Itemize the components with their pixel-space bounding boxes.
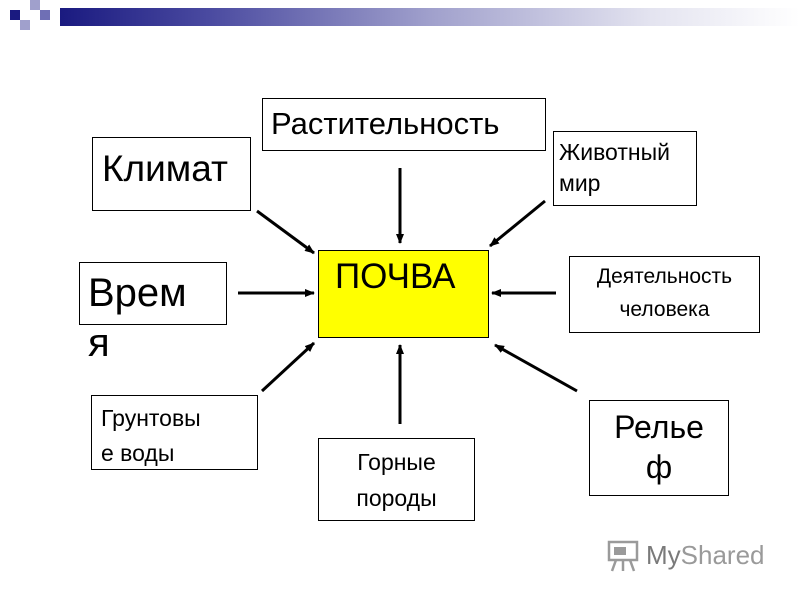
node-gornye-porody: Горные породы xyxy=(318,438,475,521)
node-deyatelnost-line-2: человека xyxy=(619,298,710,321)
center-node-pochva: ПОЧВА xyxy=(318,250,489,338)
node-klimat: Климат xyxy=(92,137,251,211)
node-relief-line-1: Релье xyxy=(614,409,704,445)
node-gruntovye-line-2: е воды xyxy=(101,440,175,466)
watermark-brand-2: Shared xyxy=(680,540,765,570)
node-vremya-line-1: Врем xyxy=(88,271,187,315)
node-deyatelnost-line-1: Деятельность xyxy=(596,265,733,288)
corner-square-3 xyxy=(20,20,30,30)
node-gruntovye-line-1: Грунтовы xyxy=(101,405,201,431)
node-gruntovye-vody: Грунтовы е воды xyxy=(91,395,258,470)
node-gornye-line-2: породы xyxy=(356,485,437,511)
watermark-brand-1: My xyxy=(646,540,681,570)
node-deyatelnost-cheloveka: Деятельность человека xyxy=(569,256,760,333)
node-rastitelnost: Растительность xyxy=(262,98,546,151)
arrow-klimat xyxy=(256,209,315,255)
corner-square-4 xyxy=(40,10,50,20)
arrow-relief xyxy=(494,343,578,393)
corner-square-2 xyxy=(30,0,40,10)
node-klimat-label: Климат xyxy=(102,148,228,189)
center-node-label: ПОЧВА xyxy=(335,257,456,296)
node-gornye-line-1: Горные xyxy=(357,449,436,475)
corner-square-1 xyxy=(10,10,20,20)
node-zhivotny-line-2: мир xyxy=(559,170,601,196)
presentation-icon xyxy=(607,540,639,572)
node-vremya-line-2: я xyxy=(88,321,110,365)
arrow-zhivotny xyxy=(489,199,546,248)
node-rastitelnost-label: Растительность xyxy=(271,106,500,141)
node-zhivotny-line-1: Животный xyxy=(559,139,670,165)
node-vremya: Врем я xyxy=(79,262,227,365)
header-gradient-bar xyxy=(60,8,800,26)
watermark: MyShared xyxy=(606,538,766,572)
node-relief: Релье ф xyxy=(589,400,729,496)
arrow-gruntovye xyxy=(260,341,316,393)
node-zhivotny-mir: Животный мир xyxy=(553,131,697,206)
node-relief-line-2: ф xyxy=(645,449,673,485)
watermark-text: MyShared xyxy=(646,540,765,571)
